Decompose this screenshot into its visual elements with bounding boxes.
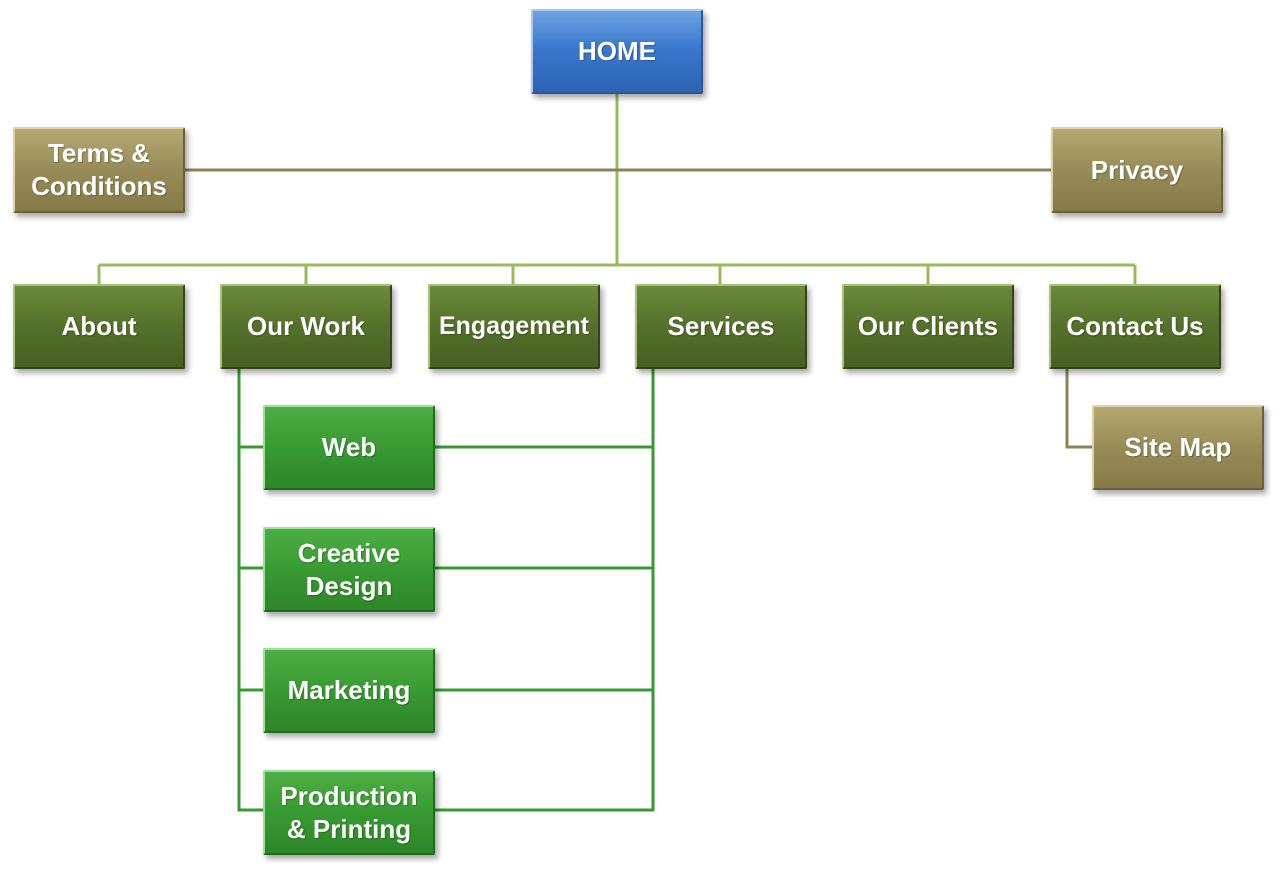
terms-conditions-label: Terms & Conditions bbox=[31, 138, 167, 201]
creative-design-label: Creative Design bbox=[297, 537, 401, 601]
our-clients-label: Our Clients bbox=[857, 311, 999, 341]
engagement-node[interactable]: Engagement bbox=[428, 284, 600, 369]
creative-design-node[interactable]: Creative Design bbox=[263, 527, 435, 612]
site-map-label: Site Map bbox=[1124, 432, 1232, 462]
web-label: Web bbox=[321, 432, 377, 462]
services-node[interactable]: Services bbox=[635, 284, 807, 369]
connector-our-work-sub bbox=[237, 368, 265, 812]
contact-us-label: Contact Us bbox=[1066, 311, 1204, 341]
terms-conditions-node[interactable]: Terms & Conditions bbox=[13, 127, 185, 213]
privacy-node[interactable]: Privacy bbox=[1051, 127, 1223, 213]
production-printing-node[interactable]: Production & Printing bbox=[263, 770, 435, 855]
home-node[interactable]: HOME bbox=[531, 9, 703, 94]
marketing-node[interactable]: Marketing bbox=[263, 648, 435, 733]
about-label: About bbox=[61, 311, 137, 341]
site-map-node[interactable]: Site Map bbox=[1092, 405, 1264, 490]
services-label: Services bbox=[667, 311, 775, 341]
connector-site-map bbox=[1065, 368, 1093, 449]
about-node[interactable]: About bbox=[13, 284, 185, 369]
engagement-label: Engagement bbox=[438, 312, 590, 340]
connector-services-sub bbox=[433, 368, 655, 812]
privacy-label: Privacy bbox=[1090, 154, 1184, 185]
our-clients-node[interactable]: Our Clients bbox=[842, 284, 1014, 369]
web-node[interactable]: Web bbox=[263, 405, 435, 490]
marketing-label: Marketing bbox=[287, 675, 411, 705]
contact-us-node[interactable]: Contact Us bbox=[1049, 284, 1221, 369]
production-printing-label: Production & Printing bbox=[280, 780, 418, 844]
our-work-node[interactable]: Our Work bbox=[220, 284, 392, 369]
home-label: HOME bbox=[578, 36, 656, 66]
our-work-label: Our Work bbox=[247, 311, 365, 341]
